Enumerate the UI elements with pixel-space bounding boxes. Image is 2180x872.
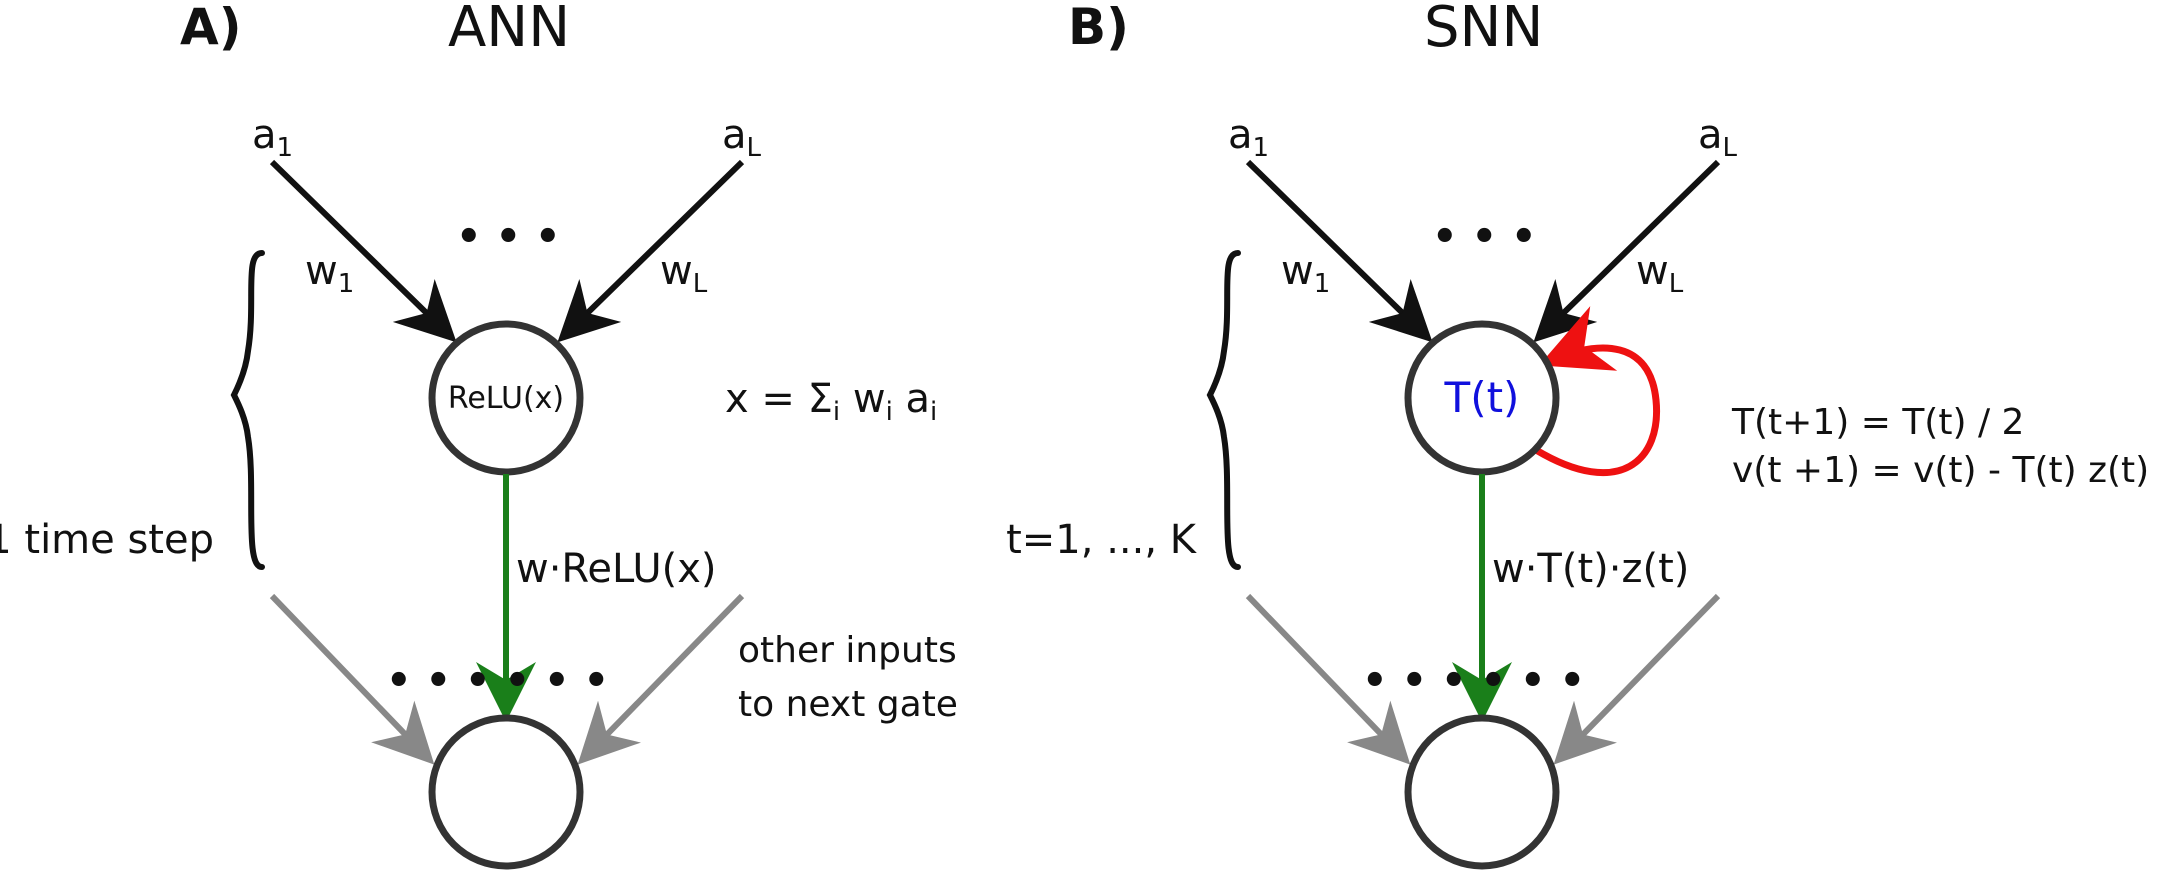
panel-snn: B) SNN a1 aL • • • w1 wL T(t) T(t+1) = T… [1006, 0, 2149, 870]
input-label-a1: a1 [252, 112, 293, 163]
input-edge-1-snn [1245, 159, 1433, 343]
panel-letter-b: B) [1068, 0, 1129, 56]
output-dots-snn: • • • • • • [1362, 658, 1585, 704]
input-label-a1-snn: a1 [1228, 112, 1269, 163]
output-label-ann: w·ReLU(x) [516, 546, 717, 592]
input-dots: • • • [456, 214, 561, 260]
input-edge-L-snn [1533, 159, 1721, 343]
neuron-label-threshold: T(t) [1444, 373, 1520, 422]
input-label-aL-snn: aL [1698, 112, 1738, 163]
brace-snn [1206, 250, 1241, 570]
panel-ann: A) ANN a1 aL • • • w1 wL ReLU(x) x = Σi … [0, 0, 958, 870]
panel-title-snn: SNN [1424, 0, 1543, 60]
brace-label-snn: t=1, ..., K [1006, 517, 1198, 563]
equation-threshold: T(t+1) = T(t) / 2 [1731, 402, 2024, 443]
next-neuron-ann [428, 714, 584, 870]
other-inputs-line1: other inputs [738, 630, 957, 671]
input-edge-L [557, 159, 745, 343]
other-edge-right-snn [1553, 593, 1721, 765]
next-neuron-snn [1404, 714, 1560, 870]
input-edge-1 [269, 159, 457, 343]
weight-label-wL-snn: wL [1636, 248, 1684, 299]
brace-ann [230, 250, 265, 570]
input-dots-snn: • • • [1432, 214, 1537, 260]
equation-x: x = Σi wi ai [725, 376, 937, 427]
brace-label-ann: 1 time step [0, 517, 214, 563]
other-edge-left-snn [1245, 593, 1411, 765]
input-label-aL: aL [722, 112, 762, 163]
neuron-relu [428, 320, 584, 476]
weight-label-w1: w1 [305, 248, 354, 299]
other-inputs-line2: to next gate [738, 684, 958, 725]
neuron-label-relu: ReLU(x) [448, 381, 564, 416]
panel-title-ann: ANN [448, 0, 570, 60]
weight-label-wL: wL [660, 248, 708, 299]
equation-potential: v(t +1) = v(t) - T(t) z(t) [1732, 450, 2149, 491]
output-dots-ann: • • • • • • [386, 658, 609, 704]
other-edge-left-ann [269, 593, 435, 765]
panel-letter-a: A) [180, 0, 242, 56]
output-label-snn: w·T(t)·z(t) [1492, 546, 1689, 592]
self-loop [1534, 306, 1661, 477]
other-edge-right-ann [577, 593, 745, 765]
neuron-threshold [1404, 320, 1560, 476]
weight-label-w1-snn: w1 [1281, 248, 1330, 299]
